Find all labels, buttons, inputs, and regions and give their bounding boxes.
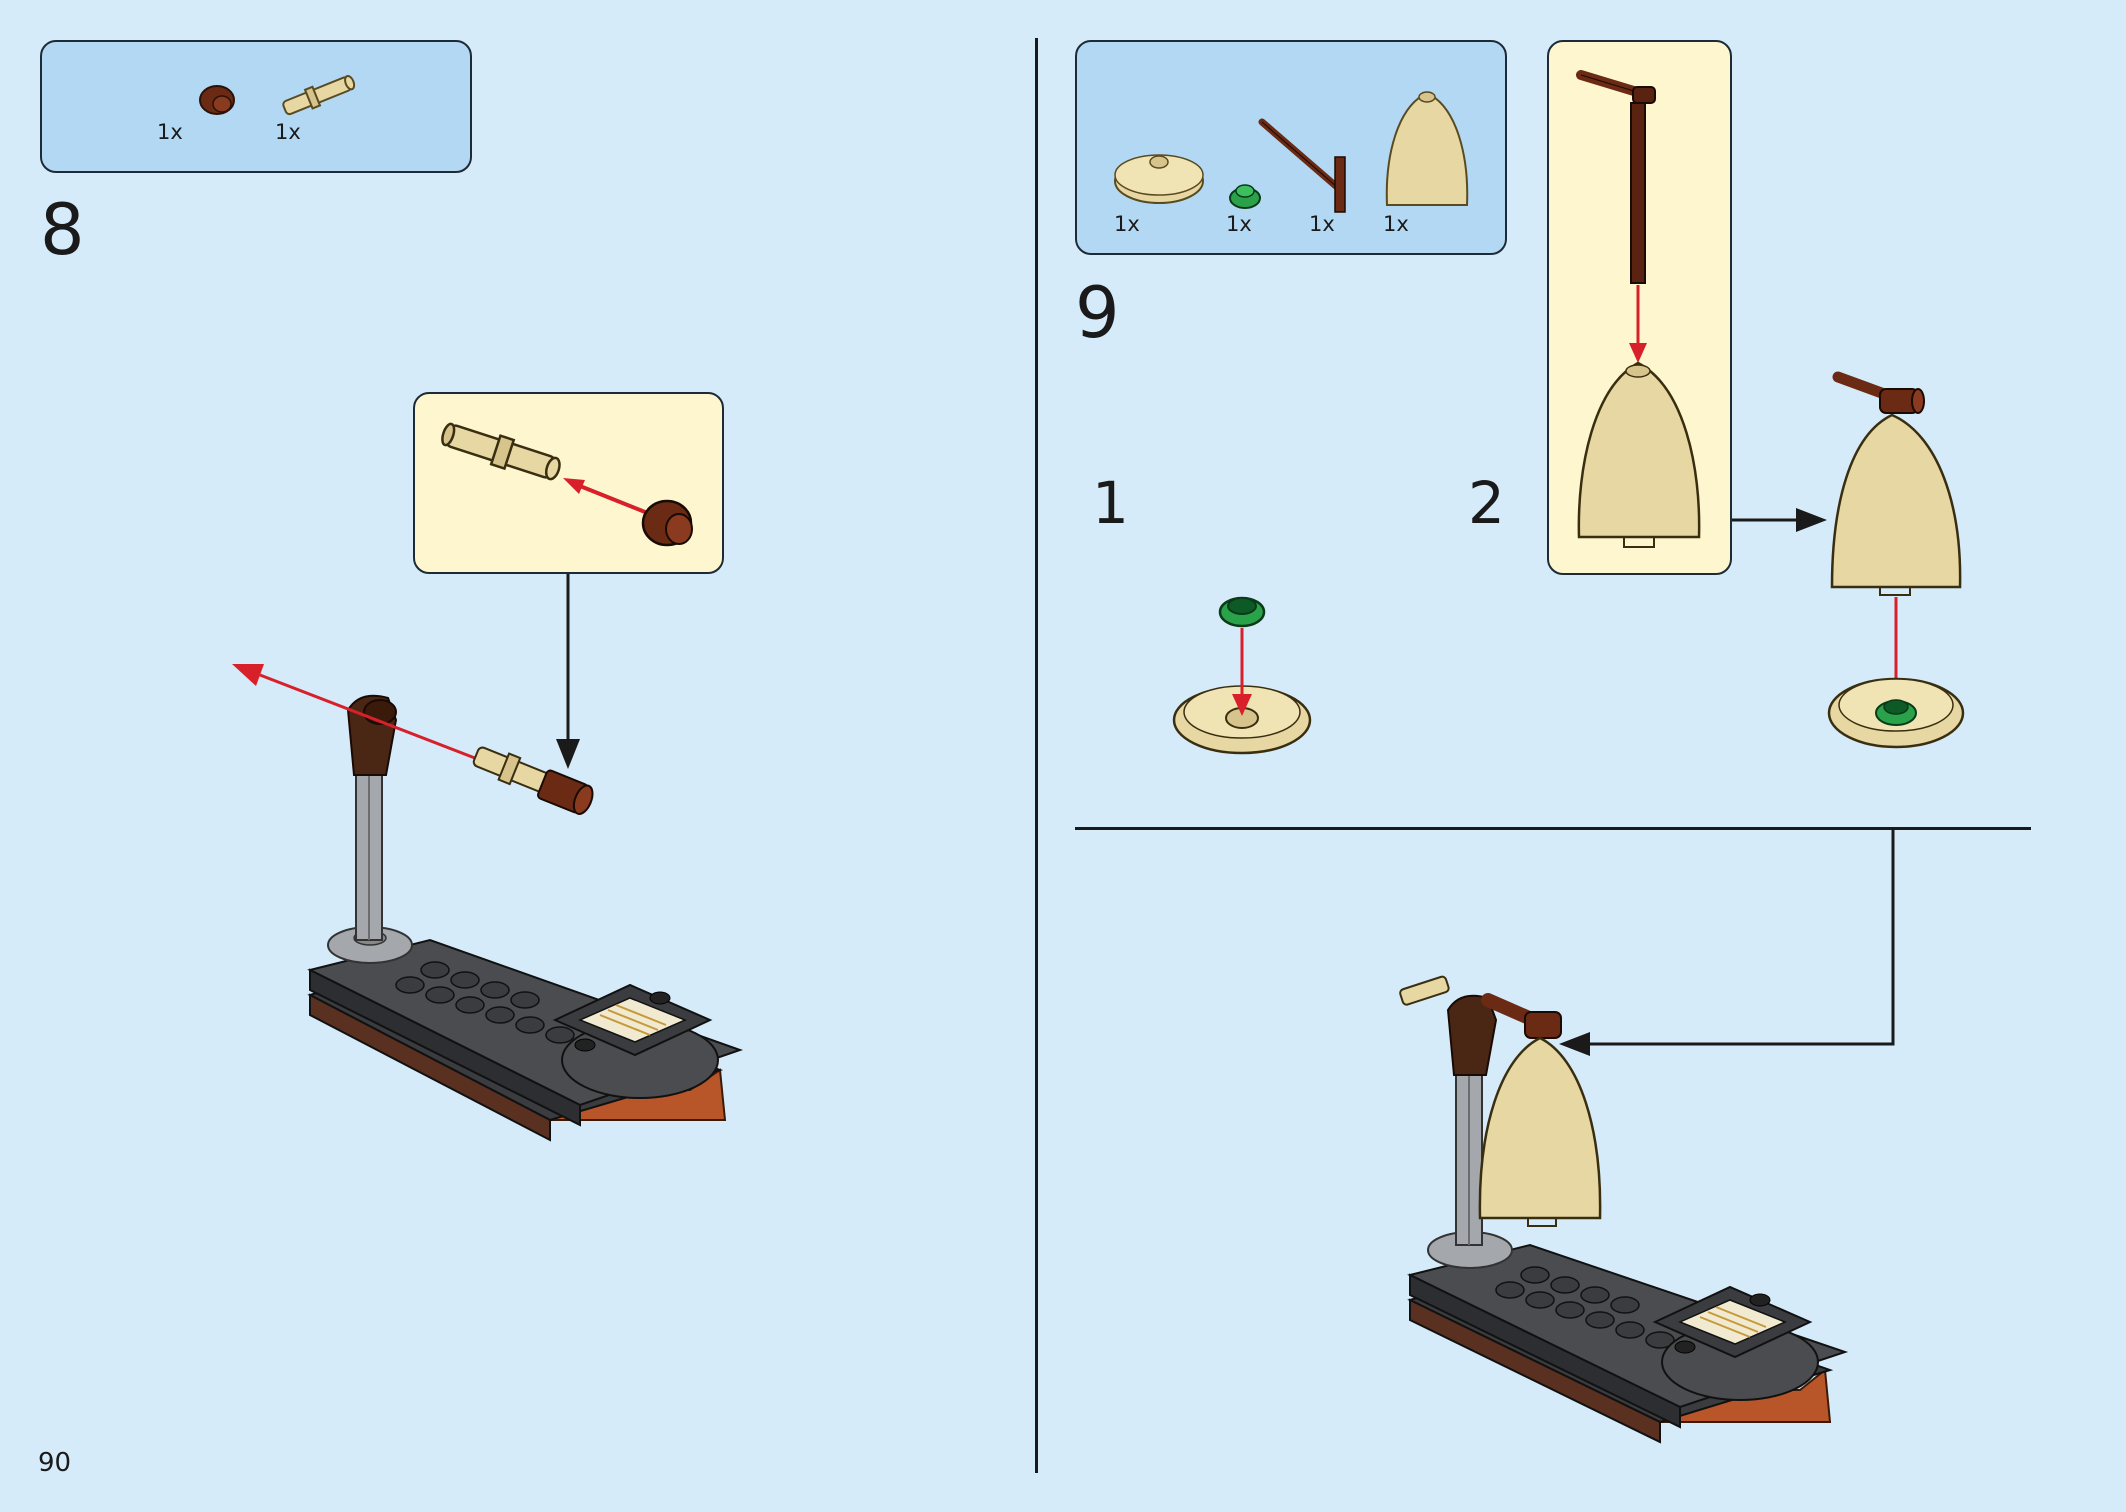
part-qty: 1x: [1114, 212, 1140, 236]
substep-number-1: 1: [1092, 469, 1129, 537]
part-qty: 1x: [275, 120, 301, 144]
tan-round-dish-icon: [1114, 154, 1204, 204]
step-number-8: 8: [40, 189, 85, 271]
part-qty: 1x: [1309, 212, 1335, 236]
page-divider: [1035, 38, 1038, 1473]
tan-axle-pin-icon: [282, 74, 356, 116]
substep-2-illustration: [1827, 371, 1965, 749]
green-round-plate-icon: [1229, 184, 1261, 209]
assembly-arrow-icon: [563, 478, 651, 516]
callout-pointer-line: [556, 574, 580, 769]
sub-assembly-callout: [413, 392, 724, 574]
page-number: 90: [38, 1448, 72, 1478]
pin-bushing-subassembly-icon: [472, 746, 594, 815]
callout-pointer-arrow: [1732, 508, 1827, 532]
lamp-post-shade-assembly-icon: [1576, 70, 1701, 548]
red-direction-arrow-icon: [232, 664, 481, 762]
step-9-model-illustration: [1399, 975, 1849, 1444]
part-qty: 1x: [157, 120, 183, 144]
part-qty: 1x: [1226, 212, 1252, 236]
reddish-brown-lamp-post-icon: [1258, 118, 1346, 213]
step-8-model-illustration: [307, 694, 744, 1142]
substep-number-2: 2: [1468, 469, 1505, 537]
tan-cone-shade-icon: [1385, 91, 1469, 206]
result-pointer-line: [1559, 829, 1895, 1056]
parts-list-step-8: 1x 1x: [40, 40, 472, 173]
reddish-brown-bushing-icon: [641, 499, 693, 547]
substep-divider: [1075, 827, 2031, 830]
step-number-9: 9: [1075, 272, 1120, 354]
reddish-brown-bushing-icon: [199, 85, 235, 115]
substep-1-illustration: [1172, 596, 1312, 755]
sub-assembly-callout: [1547, 40, 1732, 575]
parts-list-step-9: 1x 1x 1x 1x: [1075, 40, 1507, 255]
tan-axle-pin-icon: [441, 422, 561, 481]
part-qty: 1x: [1383, 212, 1409, 236]
